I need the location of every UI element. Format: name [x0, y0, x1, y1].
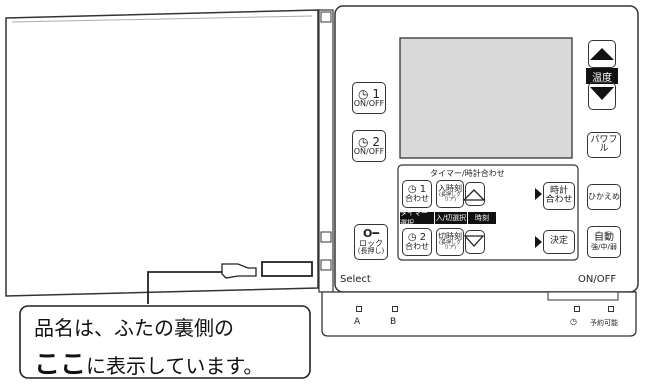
indicator-b [392, 306, 398, 312]
clock-bar: 時刻 [468, 212, 496, 224]
timer-panel-header: タイマー/時計合わせ [430, 169, 505, 178]
power-indicator [608, 306, 614, 312]
callout-line1: 品名は、ふたの裏側の [34, 316, 234, 340]
timer2-onoff-button[interactable]: ◷ 2 ON/OFF [352, 130, 386, 162]
on-time-hint: (長押しクリア) [439, 191, 461, 204]
lock-button[interactable]: O━ ロック (長押し) [354, 224, 388, 260]
callout-line2: ここに表示しています。 [34, 344, 263, 381]
confirm-label: 決定 [549, 236, 568, 247]
lock-label: ロック [359, 238, 383, 248]
timer2-onoff-label: ON/OFF [353, 147, 385, 157]
confirm-button[interactable]: 決定 [543, 230, 575, 254]
on-time-button[interactable]: 入時刻 (長押しクリア) [436, 180, 464, 208]
off-time-button[interactable]: 切時刻 (長押しクリア) [436, 228, 464, 256]
timer1-set-button[interactable]: ◷ 1 合わせ [402, 180, 432, 208]
on-time-label: 入時刻 [438, 183, 462, 193]
callout-rest: に表示しています。 [86, 354, 264, 378]
temp-down-button[interactable] [588, 82, 616, 110]
on-off-select-bar: 入/切選択 [435, 212, 467, 224]
indicator-a-label: A [354, 317, 361, 327]
key-icon: O━ [363, 227, 379, 241]
timer2-set-number: 2 [419, 231, 427, 243]
clock-set-button[interactable]: 時計 合わせ [543, 182, 575, 210]
auto-label: 自動 [594, 232, 614, 244]
clock-icon: ◷ [358, 134, 369, 149]
timer-possible-label: 予約可能 [590, 319, 618, 327]
select-label: Select [340, 274, 371, 285]
indicator-b-label: B [390, 317, 397, 327]
indicator-a [356, 306, 362, 312]
auto-fan-button[interactable]: 自動 強/中/弱 [587, 226, 621, 258]
lock-hint: (長押し) [357, 247, 385, 256]
timer1-number: 1 [372, 86, 380, 101]
clock-set-label2: 合わせ [545, 195, 573, 205]
time-up-button[interactable] [465, 182, 485, 206]
clock-icon: ◷ [358, 86, 369, 101]
off-time-hint: (長押しクリア) [439, 239, 461, 252]
callout-here: ここ [34, 350, 87, 380]
temp-up-button[interactable] [588, 40, 616, 68]
clock-icon: ◷ [407, 231, 417, 243]
clock-icon: ◷ [570, 317, 577, 326]
off-time-label: 切時刻 [438, 231, 462, 241]
temp-label: 温度 [586, 68, 618, 84]
time-down-button[interactable] [465, 230, 485, 254]
clock-icon: ◷ [407, 183, 417, 195]
timer1-set-label: 合わせ [405, 194, 429, 204]
hikaeme-label: ひかえめ [588, 191, 620, 201]
timer2-set-label: 合わせ [405, 242, 429, 252]
timer2-number: 2 [372, 134, 380, 149]
timer1-onoff-label: ON/OFF [353, 99, 385, 109]
onoff-label: ON/OFF [578, 274, 617, 285]
timer1-set-number: 1 [419, 183, 427, 195]
timer-select-bar: タイマー選択 [400, 209, 434, 227]
clock-set-label1: 時計 [549, 185, 568, 196]
timer-indicator [574, 306, 580, 312]
fan-levels-label: 強/中/弱 [591, 242, 617, 251]
powerful-button[interactable]: パワフル [587, 132, 621, 158]
powerful-label: パワフル [590, 134, 618, 154]
timer2-set-button[interactable]: ◷ 2 合わせ [402, 228, 432, 256]
timer1-onoff-button[interactable]: ◷ 1 ON/OFF [352, 82, 386, 114]
hikaeme-button[interactable]: ひかえめ [587, 184, 621, 210]
